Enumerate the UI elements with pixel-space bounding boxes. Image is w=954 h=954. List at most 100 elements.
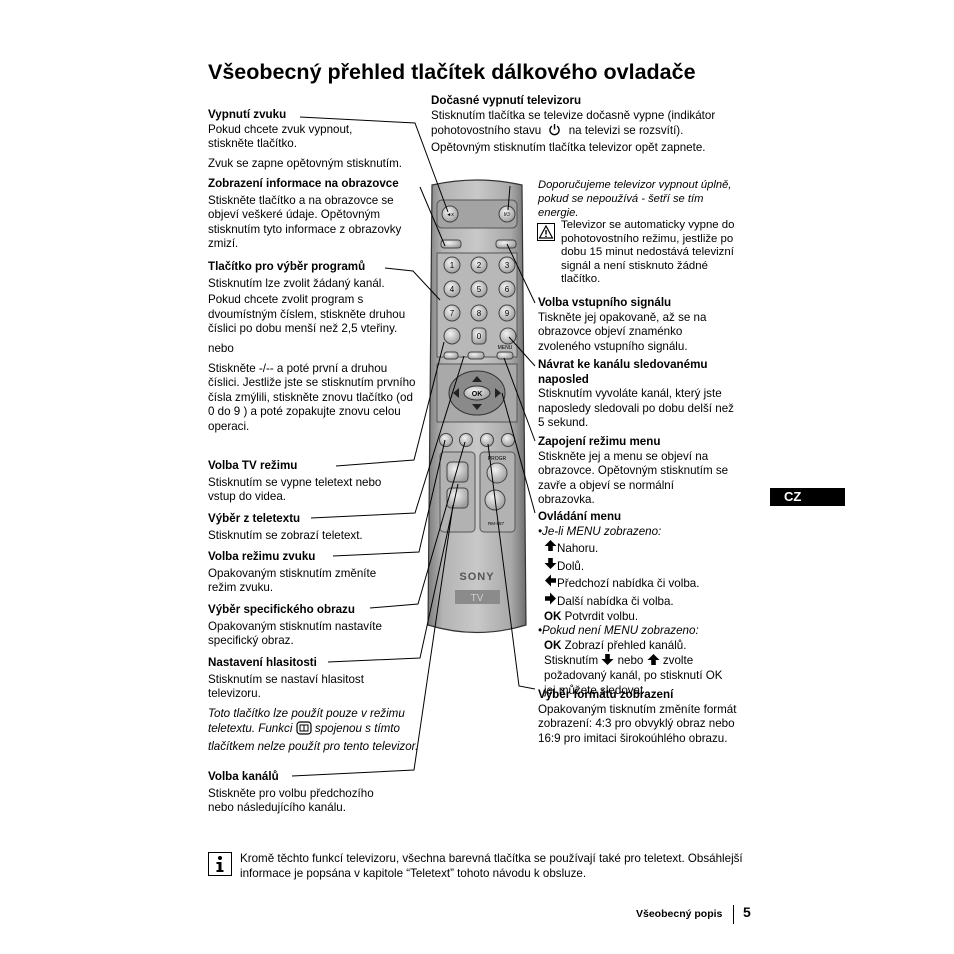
info-icon <box>208 852 232 881</box>
input-button <box>495 239 517 249</box>
digit-label-9: 9 <box>505 309 510 318</box>
mute-button <box>441 205 459 223</box>
footer-divider <box>733 905 734 924</box>
digit-button-7 <box>443 304 461 322</box>
menu-ok2-text: Zobrazí přehled kanálů. <box>564 638 687 652</box>
extra-button <box>501 433 515 447</box>
digit-label-7: 7 <box>450 309 455 318</box>
program-block: Tlačítko pro výběr programů Stisknutím l… <box>208 260 420 435</box>
teletext-heading: Výběr z teletextu <box>208 512 301 525</box>
channel-text: Stiskněte pro volbu předchozího nebo nás… <box>208 786 374 815</box>
menu-right-row: Další nabídka či volba. <box>544 592 753 610</box>
last-channel-block: Návrat ke kanálu sledovanému naposled St… <box>538 358 743 431</box>
sound-mode-block: Volba režimu zvuku Opakovaným stisknutím… <box>208 550 420 596</box>
digit-label-2: 2 <box>477 261 482 270</box>
digit-button-1 <box>443 256 461 274</box>
teletext-icon <box>296 721 312 740</box>
ok-button <box>463 385 491 401</box>
teletext-text: Stisknutím se zobrazí teletext. <box>208 528 363 542</box>
tv-key <box>467 351 485 360</box>
menu-on-heading: Zapojení režimu menu <box>538 435 661 448</box>
tv-label-plate <box>455 590 500 604</box>
dash-button <box>443 327 461 345</box>
standby-block: Dočasné vypnutí televizoru Stisknutím tl… <box>431 94 761 155</box>
input-block: Volba vstupního signálu Tiskněte jej opa… <box>538 296 738 354</box>
arrow-left-icon <box>544 574 557 587</box>
warning-icon <box>537 223 555 246</box>
sound-mode-button <box>439 433 453 447</box>
sound-mode-heading: Volba režimu zvuku <box>208 550 316 563</box>
menu-right-text: Další nabídka či volba. <box>557 594 674 608</box>
footer-section: Všeobecný popis <box>636 908 723 920</box>
volume-note-b: spojenou s tímto tlačítkem nelze použít … <box>208 722 419 753</box>
menu-ok2-row: OK Zobrazí přehled kanálů. <box>544 639 753 654</box>
volume-note-a: Toto tlačítko lze použít pouze v režimu … <box>208 706 405 736</box>
channel-heading: Volba kanálů <box>208 770 279 783</box>
volume-block: Nastavení hlasitosti Stisknutím se nasta… <box>208 656 423 755</box>
menu-down-text: Dolů. <box>557 559 585 573</box>
warning-text: Televizor se automaticky vypne do pohoto… <box>561 219 735 286</box>
arrow-right-icon <box>544 592 557 605</box>
menu-ok-text: Potvrdit volbu. <box>564 609 639 623</box>
page-title: Všeobecný přehled tlačítek dálkového ovl… <box>208 60 696 84</box>
tv-mode-text: Stisknutím se vypne teletext nebo vstup … <box>208 475 382 504</box>
standby-line-2b: na televizi se rozsvítí). <box>568 124 684 138</box>
standby-button <box>498 205 516 223</box>
menu-up-text: Nahoru. <box>557 542 599 556</box>
menu-ok-row: OK Potvrdit volbu. <box>544 610 753 625</box>
format-heading: Výběr formátu zobrazení <box>538 688 674 701</box>
ok-key-label: OK <box>472 391 483 398</box>
format-text: Opakovaným tisknutím změníte formát zobr… <box>538 702 737 745</box>
language-tab: CZ <box>770 488 845 506</box>
recommend-note: Doporučujeme televizor vypnout úplně, po… <box>538 179 732 219</box>
menu-down-row: Dolů. <box>544 557 753 575</box>
sound-mode-text: Opakovaným stisknutím změníte režim zvuk… <box>208 566 377 595</box>
menu-key <box>496 351 514 360</box>
digit-label-3: 3 <box>505 261 510 270</box>
volume-heading: Nastavení hlasitosti <box>208 656 317 669</box>
input-text: Tiskněte jej opakovaně, až se na obrazov… <box>538 310 707 353</box>
program-heading: Tlačítko pro výběr programů <box>208 260 366 273</box>
channel-block: Volba kanálů Stiskněte pro volbu předcho… <box>208 770 420 816</box>
digit-label-1: 1 <box>450 261 455 270</box>
nav-right <box>495 388 501 398</box>
picture-block: Výběr specifického obrazu Opakovaným sti… <box>208 603 420 649</box>
last-channel-text: Stisknutím vyvoláte kanál, který jste na… <box>538 387 734 430</box>
nav-left <box>453 388 459 398</box>
format-block: Výběr formátu zobrazení Opakovaným tiskn… <box>538 688 738 746</box>
standby-line-2a: pohotovostního stavu <box>431 124 542 138</box>
program-text-or: nebo <box>208 341 234 355</box>
standby-line-3: Opětovným stisknutím tlačítka televizor … <box>431 140 706 154</box>
mute-text-2: Zvuk se zapne opětovným stisknutím. <box>208 156 402 170</box>
arrow-down-icon-2 <box>601 653 614 666</box>
teletext-key <box>443 351 459 360</box>
info-text: Stiskněte tlačítko a na obrazovce se obj… <box>208 193 402 251</box>
power-icon <box>548 123 561 141</box>
digit-label-5: 5 <box>477 285 482 294</box>
digit-label-0: 0 <box>477 332 482 341</box>
info-heading: Zobrazení informace na obrazovce <box>208 177 399 190</box>
last-channel-heading: Návrat ke kanálu sledovanému naposled <box>538 358 708 386</box>
digit-button-9 <box>498 304 516 322</box>
info-block: Zobrazení informace na obrazovce Stiskně… <box>208 177 420 252</box>
info-button <box>440 239 462 249</box>
model-number: RM-887 <box>488 521 505 526</box>
standby-heading: Dočasné vypnutí televizoru <box>431 94 582 107</box>
menu-left-row: Předchozí nabídka či volba. <box>544 574 753 592</box>
menu-key-label: MENU <box>498 345 513 351</box>
volume-text: Stisknutím se nastaví hlasitost televizo… <box>208 672 364 701</box>
picture-heading: Výběr specifického obrazu <box>208 603 355 616</box>
program-key-label: PROGR <box>488 456 507 462</box>
digit-label-8: 8 <box>477 309 482 318</box>
menu-control-heading: Ovládání menu <box>538 510 622 523</box>
menu-l1: Stisknutím <box>544 654 599 668</box>
menu-control-sub2: •Pokud není MENU zobrazeno: <box>538 624 699 638</box>
sony-logo: SONY <box>459 571 494 583</box>
ok-label-2: OK <box>544 638 562 652</box>
mute-heading: Vypnutí zvuku <box>208 108 287 121</box>
menu-up-row: Nahoru. <box>544 539 753 557</box>
picture-mode-button <box>459 433 473 447</box>
picture-text: Opakovaným stisknutím nastavíte specific… <box>208 619 382 648</box>
digit-button-5 <box>470 280 488 298</box>
